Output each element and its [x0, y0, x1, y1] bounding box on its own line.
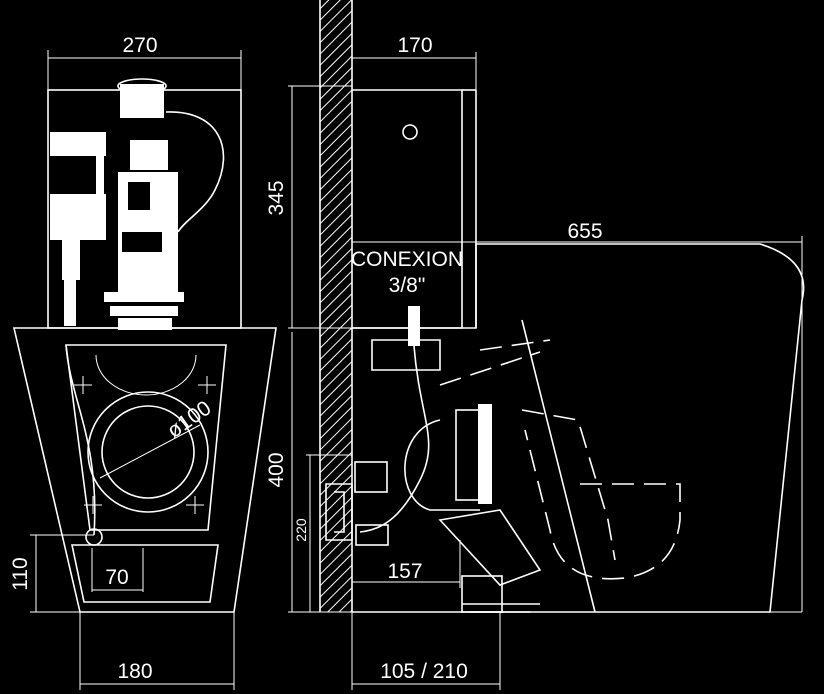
dim-110-label: 110 — [9, 557, 32, 590]
bowl-base-outline — [71, 544, 219, 603]
diameter-line — [99, 424, 201, 479]
flush-cable — [165, 111, 225, 233]
fill-valve — [50, 132, 106, 326]
dim-400-label: 400 — [265, 452, 288, 487]
dim-655-label: 655 — [567, 220, 602, 243]
dim-157-label: 157 — [387, 560, 422, 583]
dim-105-210-label: 105 / 210 — [380, 660, 468, 683]
connection-size-label: 3/8" — [389, 274, 426, 297]
dim-220-label: 220 — [293, 518, 309, 542]
inlet-circle — [85, 528, 103, 546]
wall-hatch — [320, 0, 352, 612]
bowl-front-outline — [12, 327, 277, 613]
dim-345-label: 345 — [265, 180, 288, 215]
water-inlet-fitting — [325, 461, 389, 546]
front-view: 270 — [9, 34, 277, 690]
dim-70-label: 70 — [105, 566, 128, 589]
connection-label: CONEXION — [351, 248, 463, 271]
supply-hose — [65, 344, 96, 536]
valve-stem — [408, 306, 420, 346]
drain-outer-circle — [87, 391, 209, 513]
tank-screw — [402, 124, 418, 140]
side-view: 170 345 655 CONEXION 3/8" — [265, 0, 805, 690]
internal-trap — [439, 339, 681, 580]
fixing-marks — [74, 376, 216, 514]
drain-pipe — [404, 404, 542, 613]
tank-connector — [371, 339, 441, 371]
bowl-side-outline — [352, 243, 805, 613]
bowl-rim-arc — [95, 354, 197, 396]
dim-diameter-label: ø100 — [163, 397, 215, 443]
dim-180-label: 180 — [117, 660, 152, 683]
flush-button-body — [120, 84, 164, 118]
flush-valve — [104, 140, 184, 330]
bowl-inner-outline — [65, 344, 227, 531]
side-supply-hose — [359, 345, 430, 533]
dim-170-label: 170 — [397, 34, 432, 57]
bowl-front-edge — [521, 319, 596, 613]
drain-inner-circle — [101, 405, 195, 499]
dim-270-label: 270 — [122, 34, 157, 57]
